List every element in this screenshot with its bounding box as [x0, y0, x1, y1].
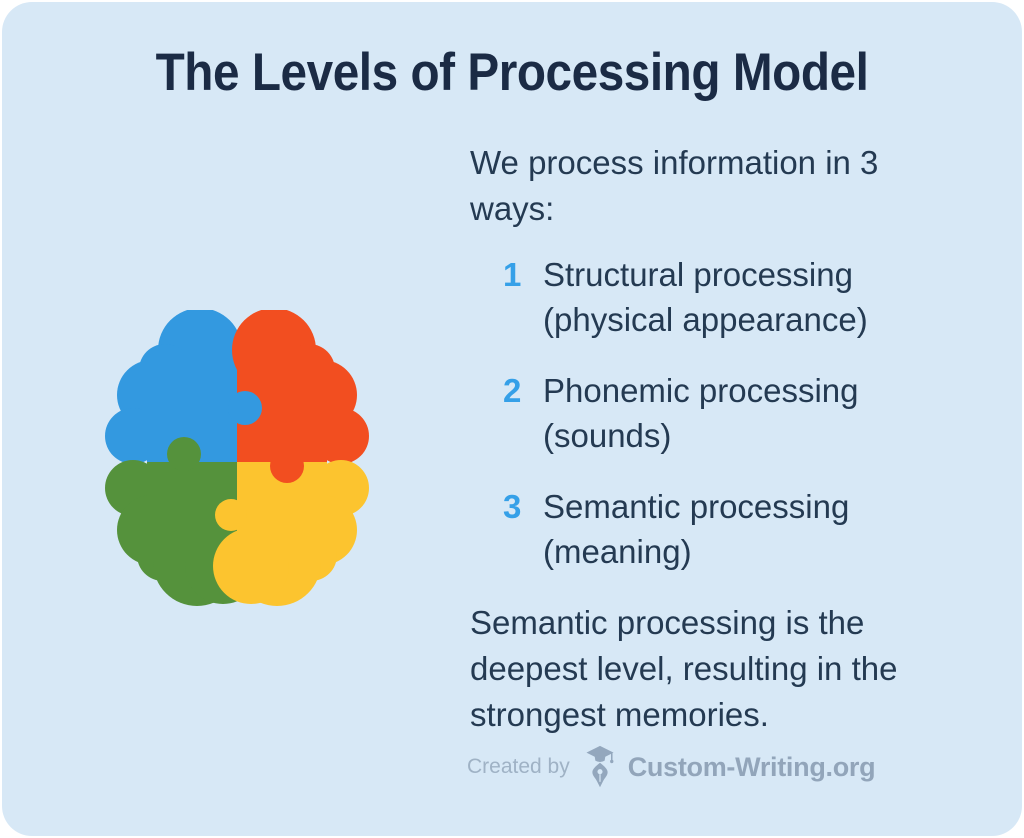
puzzle-knob-red — [270, 449, 304, 483]
item-label: Semantic processing — [543, 488, 850, 525]
item-label: Structural processing — [543, 256, 853, 293]
item-detail: (physical appearance) — [543, 301, 868, 338]
processing-list: 1 Structural processing (physical appear… — [470, 252, 940, 574]
item-text: Phonemic processing (sounds) — [543, 368, 940, 458]
puzzle-knob-yellow — [215, 499, 247, 531]
item-text: Semantic processing (meaning) — [543, 484, 940, 574]
graduation-cap-pen-icon — [586, 745, 614, 788]
brand-name: Custom-Writing.org — [627, 751, 876, 782]
item-number: 1 — [503, 256, 522, 293]
puzzle-knob-blue — [228, 391, 262, 425]
list-item-semantic: 3 Semantic processing (meaning) — [470, 484, 940, 574]
conclusion-line: Semantic processing is the — [470, 604, 865, 641]
footer-credit: Created by Custom-Writing.org — [467, 744, 876, 790]
brain-piece-bottom-right — [213, 460, 369, 606]
item-detail: (meaning) — [543, 533, 692, 570]
item-label: Phonemic processing — [543, 372, 859, 409]
list-item-structural: 1 Structural processing (physical appear… — [470, 252, 940, 342]
intro-text: We process information in 3 ways: — [470, 140, 940, 232]
item-text: Structural processing (physical appearan… — [543, 252, 940, 342]
conclusion-line: deepest level, resulting in the — [470, 650, 898, 687]
content-column: We process information in 3 ways: 1 Stru… — [470, 140, 940, 738]
item-number: 3 — [503, 488, 522, 525]
conclusion-text: Semantic processing is the deepest level… — [470, 600, 940, 738]
item-number: 2 — [503, 372, 522, 409]
intro-line: ways: — [470, 190, 555, 227]
puzzle-knob-green — [167, 437, 201, 471]
conclusion-line: strongest memories. — [470, 696, 769, 733]
intro-line: We process information in 3 — [470, 144, 879, 181]
puzzle-brain-icon — [105, 310, 369, 606]
brain-piece-top-right — [232, 310, 369, 464]
item-detail: (sounds) — [543, 417, 672, 454]
page-title: The Levels of Processing Model — [155, 43, 869, 102]
created-by-label: Created by — [467, 755, 570, 778]
list-item-phonemic: 2 Phonemic processing (sounds) — [470, 368, 940, 458]
brain-piece-top-left — [105, 310, 242, 464]
